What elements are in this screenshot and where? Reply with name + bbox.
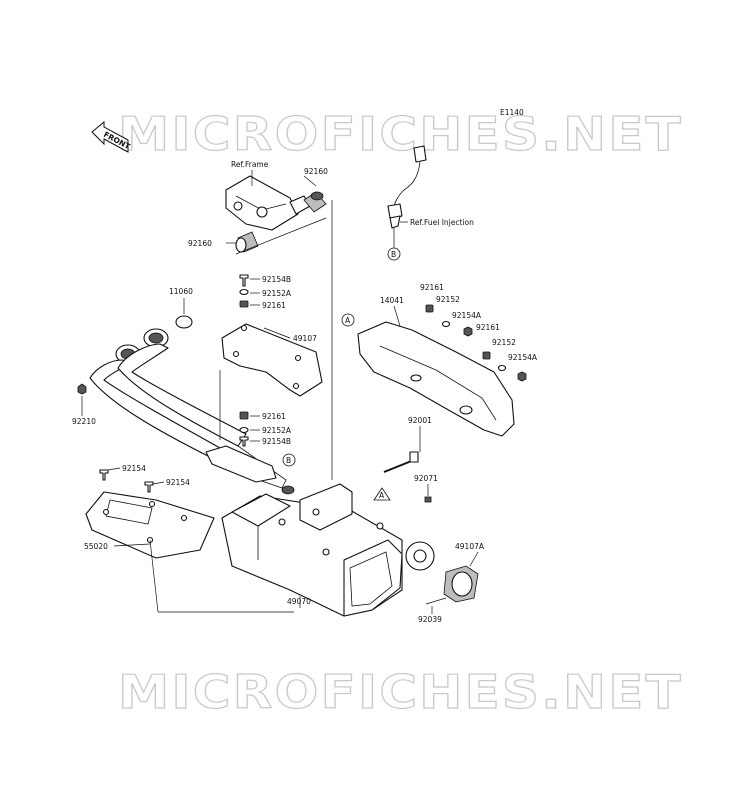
label-92039: 92039 bbox=[418, 615, 442, 624]
heat-guard-49107 bbox=[221, 323, 323, 397]
watermark-top: MICROFICHES.NET bbox=[118, 107, 683, 161]
marker-a-bottom: A bbox=[373, 487, 391, 501]
label-92152a-mid: 92152A bbox=[262, 426, 292, 435]
heat-shield-55020 bbox=[85, 491, 215, 559]
rubber-mount-center bbox=[281, 485, 295, 495]
label-49107a: 49107A bbox=[455, 542, 485, 551]
marker-b-top: B bbox=[387, 247, 401, 261]
label-92154-a: 92154 bbox=[122, 464, 146, 473]
label-49070: 49070 bbox=[287, 597, 311, 606]
label-92152-r1: 92152 bbox=[436, 295, 460, 304]
header-pipes bbox=[89, 343, 287, 489]
o2-sensor bbox=[387, 145, 427, 229]
part-labels: 92160 92160 11060 92154B 92152A 92161 49… bbox=[72, 167, 538, 624]
marker-a-top: A bbox=[341, 313, 355, 327]
gasket-11060 bbox=[175, 315, 193, 329]
svg-text:A: A bbox=[345, 316, 351, 325]
label-92154-b: 92154 bbox=[166, 478, 190, 487]
label-92160-top: 92160 bbox=[304, 167, 328, 176]
muffler-49070 bbox=[221, 483, 403, 617]
end-cap-49107a bbox=[443, 565, 479, 603]
label-14041: 14041 bbox=[380, 296, 404, 305]
rubber-mount-92160-left bbox=[235, 231, 259, 253]
label-92161-mid: 92161 bbox=[262, 412, 286, 421]
watermark-bottom: MICROFICHES.NET bbox=[118, 665, 683, 719]
muffler-cap bbox=[405, 541, 435, 571]
label-92154b-mid: 92154B bbox=[262, 437, 291, 446]
bolt-92001 bbox=[383, 451, 419, 473]
label-92161-top: 92161 bbox=[262, 301, 286, 310]
label-92161-r2: 92161 bbox=[476, 323, 500, 332]
diagram-code: E1140 bbox=[500, 108, 524, 117]
ref-frame: Ref.Frame bbox=[231, 160, 269, 169]
label-92210: 92210 bbox=[72, 417, 96, 426]
nut-92210 bbox=[77, 383, 87, 395]
washer-92071 bbox=[424, 496, 432, 503]
svg-text:B: B bbox=[391, 250, 396, 259]
marker-b-bottom: B bbox=[282, 453, 296, 467]
label-92001: 92001 bbox=[408, 416, 432, 425]
label-92160-left: 92160 bbox=[188, 239, 212, 248]
svg-text:B: B bbox=[286, 456, 291, 465]
leader-lines bbox=[81, 175, 479, 614]
label-92154a-r1: 92154A bbox=[452, 311, 482, 320]
fasteners-right bbox=[425, 304, 527, 382]
ref-fuel-injection: Ref.Fuel Injection bbox=[410, 218, 474, 227]
label-49107: 49107 bbox=[293, 334, 317, 343]
label-92152-r2: 92152 bbox=[492, 338, 516, 347]
label-92071: 92071 bbox=[414, 474, 438, 483]
screw-92039 bbox=[425, 597, 447, 605]
frame-bracket bbox=[225, 175, 311, 231]
label-92154a-r2: 92154A bbox=[508, 353, 538, 362]
svg-text:A: A bbox=[379, 491, 385, 500]
label-55020: 55020 bbox=[84, 542, 108, 551]
label-92152a-top: 92152A bbox=[262, 289, 292, 298]
fasteners-mid bbox=[239, 411, 249, 447]
label-92161-r1: 92161 bbox=[420, 283, 444, 292]
fasteners-top bbox=[239, 274, 249, 308]
exhaust-collar-right bbox=[143, 328, 169, 348]
rubber-mount-92160-top bbox=[303, 191, 327, 213]
muffler-cover-14041 bbox=[357, 321, 515, 437]
label-92154b-top: 92154B bbox=[262, 275, 291, 284]
label-11060: 11060 bbox=[169, 287, 193, 296]
